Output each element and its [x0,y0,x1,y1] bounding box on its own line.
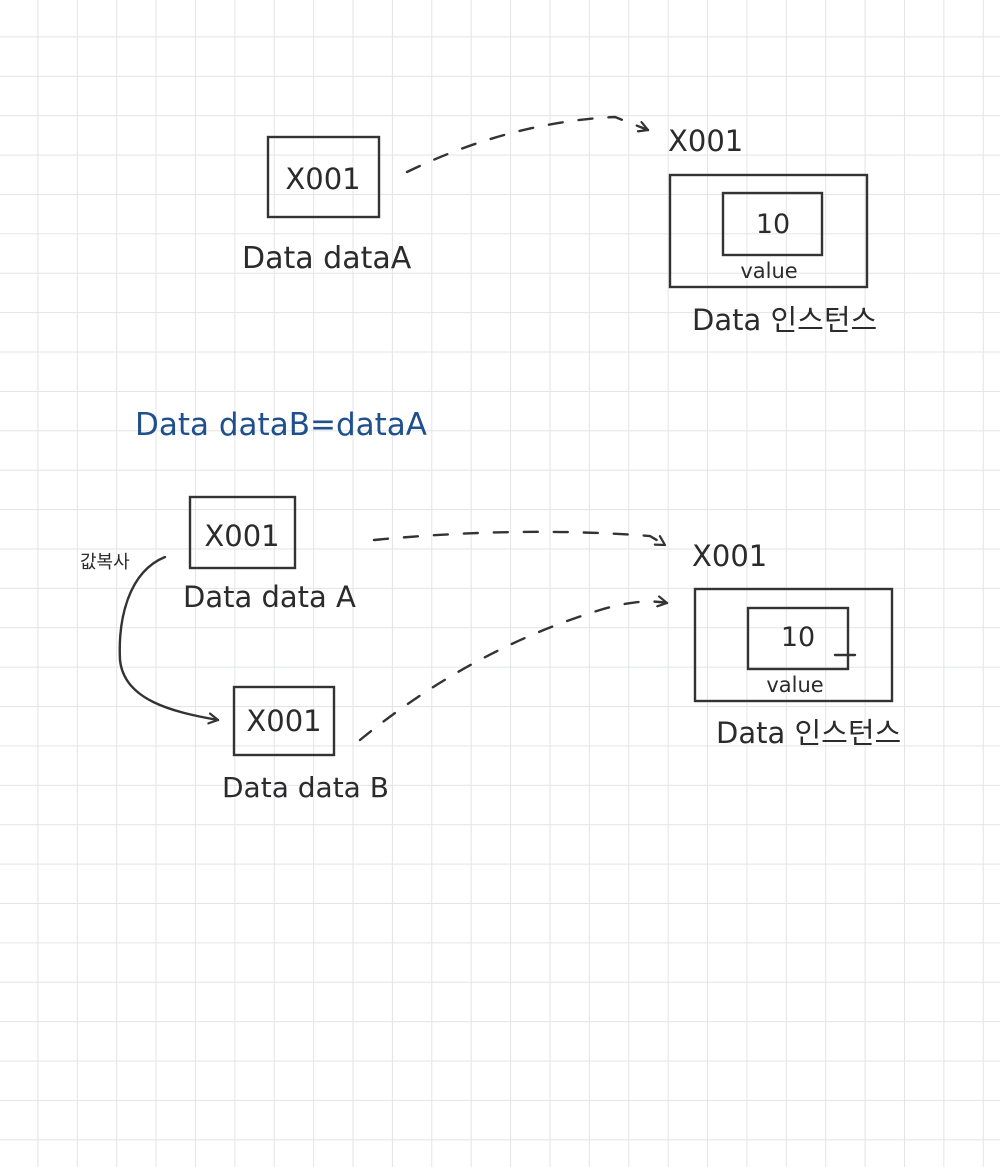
reference-label: Data data A [183,580,356,614]
reference-box-value: X001 [204,519,279,553]
reference-variable-dataB: X001 Data data B [222,685,389,804]
instance-address: X001 [692,539,767,573]
diagram-1: X001 Data dataA X001 10 value Data 인스턴스 [242,115,877,337]
value-field-number: 10 [756,209,790,240]
reference-box-value: X001 [285,162,360,196]
value-field-label: value [766,673,823,697]
diagram-2: X001 Data data A 값복사 X001 Data data B X0… [80,495,901,804]
instance-box [668,173,869,289]
value-copy-arrow [118,555,220,720]
data-instance: 10 value Data 인스턴스 [668,173,877,337]
instance-address: X001 [668,124,743,158]
reference-box [232,685,336,757]
assignment-code: Data dataB=dataA [135,407,427,443]
instance-box [693,587,894,703]
reference-pointer-arrow [405,115,650,174]
value-field-number: 10 [781,622,815,653]
reference-box [188,495,297,570]
value-field-box [721,191,824,257]
reference-box [266,135,381,219]
dataB-pointer-arrow [358,602,669,742]
reference-label: Data dataA [242,241,412,276]
value-field-label: value [740,259,797,283]
reference-variable-dataA: X001 Data data A [183,495,356,614]
reference-variable-dataA: X001 Data dataA [242,135,412,276]
reference-box-value: X001 [246,704,321,738]
dataA-pointer-arrow [372,530,667,547]
instance-label: Data 인스턴스 [716,716,901,750]
value-field-box [746,606,850,671]
reference-label: Data data B [222,771,389,804]
instance-label: Data 인스턴스 [692,303,877,337]
data-instance: 10 value Data 인스턴스 [693,587,901,750]
copy-label: 값복사 [80,552,130,573]
